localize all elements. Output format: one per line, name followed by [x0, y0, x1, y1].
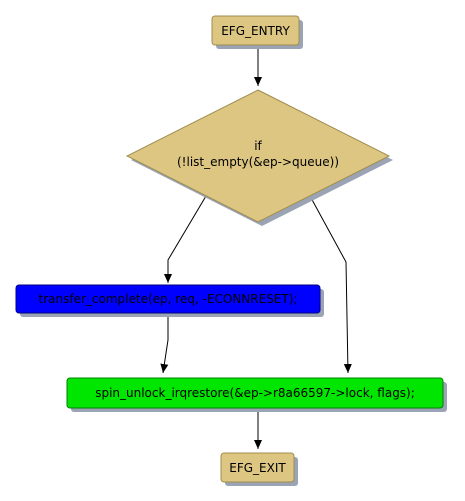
entry-node: EFG_ENTRY — [211, 15, 303, 49]
entry-node-label: EFG_ENTRY — [221, 24, 290, 38]
decision-node-condition: (!list_empty(&ep->queue)) — [177, 155, 339, 169]
transfer-node-box — [15, 284, 321, 314]
transfer-node: transfer_complete(ep, req, -ECONNRESET); — [15, 284, 324, 317]
decision-node-keyword: if — [254, 139, 262, 153]
unlock-node: spin_unlock_irqrestore(&ep->r8a66597->lo… — [66, 377, 447, 412]
decision-node-diamond — [125, 89, 391, 223]
exit-node-label: EFG_EXIT — [229, 461, 286, 475]
edge-decision-to-transfer — [164, 195, 207, 283]
edges — [160, 46, 352, 449]
decision-node: if (!list_empty(&ep->queue)) — [125, 89, 393, 226]
exit-node-box — [220, 452, 295, 483]
unlock-node-box — [66, 377, 444, 409]
edge-transfer-to-unlock — [160, 315, 169, 374]
transfer-node-label: transfer_complete(ep, req, -ECONNRESET); — [39, 292, 298, 306]
exit-node: EFG_EXIT — [220, 452, 298, 486]
unlock-node-label: spin_unlock_irqrestore(&ep->r8a66597->lo… — [95, 386, 415, 400]
entry-node-box — [211, 15, 300, 46]
edge-decision-to-unlock — [309, 195, 352, 374]
